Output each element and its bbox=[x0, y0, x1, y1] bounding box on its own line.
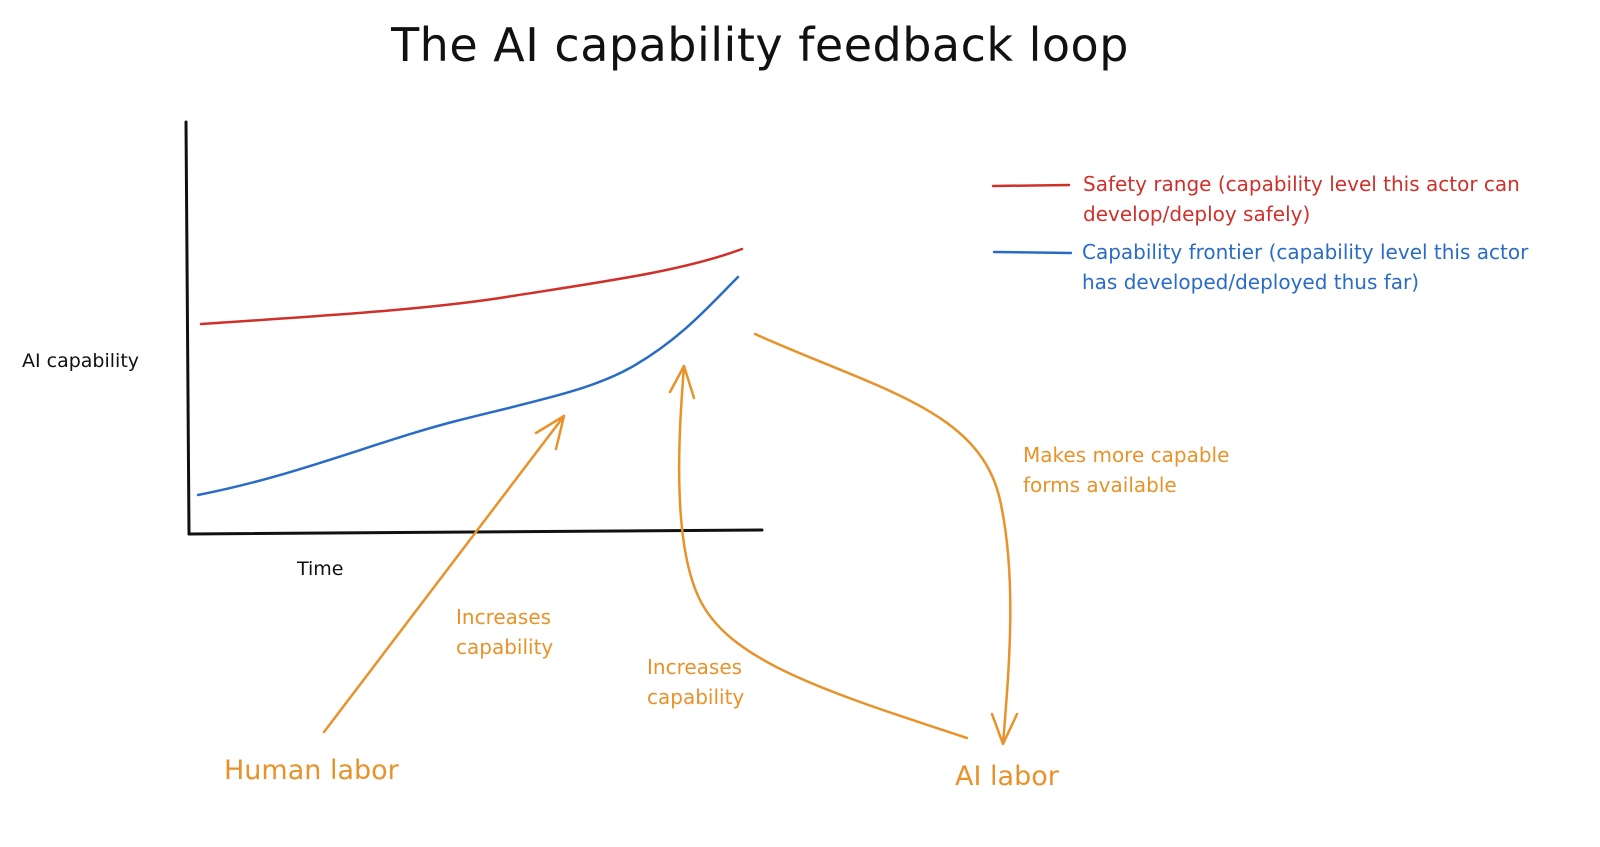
label-line: capability bbox=[456, 635, 554, 659]
human-labor-arrow bbox=[322, 414, 566, 734]
legend-frontier-line bbox=[992, 250, 1073, 255]
legend-safety-line bbox=[991, 183, 1071, 188]
makes-more-capable-arrow bbox=[753, 332, 1019, 746]
legend-safety-range: Safety range (capability level this acto… bbox=[1083, 169, 1520, 229]
human-labor-node: Human labor bbox=[224, 755, 399, 786]
label-line: forms available bbox=[1023, 473, 1177, 497]
ai-labor-increases-arrow bbox=[668, 364, 969, 740]
human-increases-label: Increases capability bbox=[456, 602, 553, 662]
y-axis-label: AI capability bbox=[22, 350, 140, 372]
label-line: capability bbox=[647, 685, 745, 709]
ai-labor-node: AI labor bbox=[955, 761, 1059, 792]
legend-safety-line1: Safety range (capability level this acto… bbox=[1083, 172, 1520, 196]
legend-capability-frontier: Capability frontier (capability level th… bbox=[1082, 237, 1528, 297]
label-line: Makes more capable bbox=[1023, 443, 1230, 467]
legend-frontier-line1: Capability frontier (capability level th… bbox=[1082, 240, 1529, 264]
makes-more-capable-label: Makes more capable forms available bbox=[1023, 440, 1229, 500]
label-line: Increases bbox=[456, 605, 552, 629]
y-axis bbox=[184, 120, 191, 536]
x-axis-label: Time bbox=[297, 558, 344, 580]
diagram-title: The AI capability feedback loop bbox=[391, 18, 1129, 72]
legend-safety-line2: develop/deploy safely) bbox=[1083, 202, 1311, 226]
legend-frontier-line2: has developed/deployed thus far) bbox=[1082, 270, 1420, 294]
capability-frontier-curve bbox=[196, 275, 740, 497]
ai-increases-label: Increases capability bbox=[647, 652, 744, 712]
label-line: Increases bbox=[647, 655, 743, 679]
safety-range-curve bbox=[199, 247, 744, 326]
